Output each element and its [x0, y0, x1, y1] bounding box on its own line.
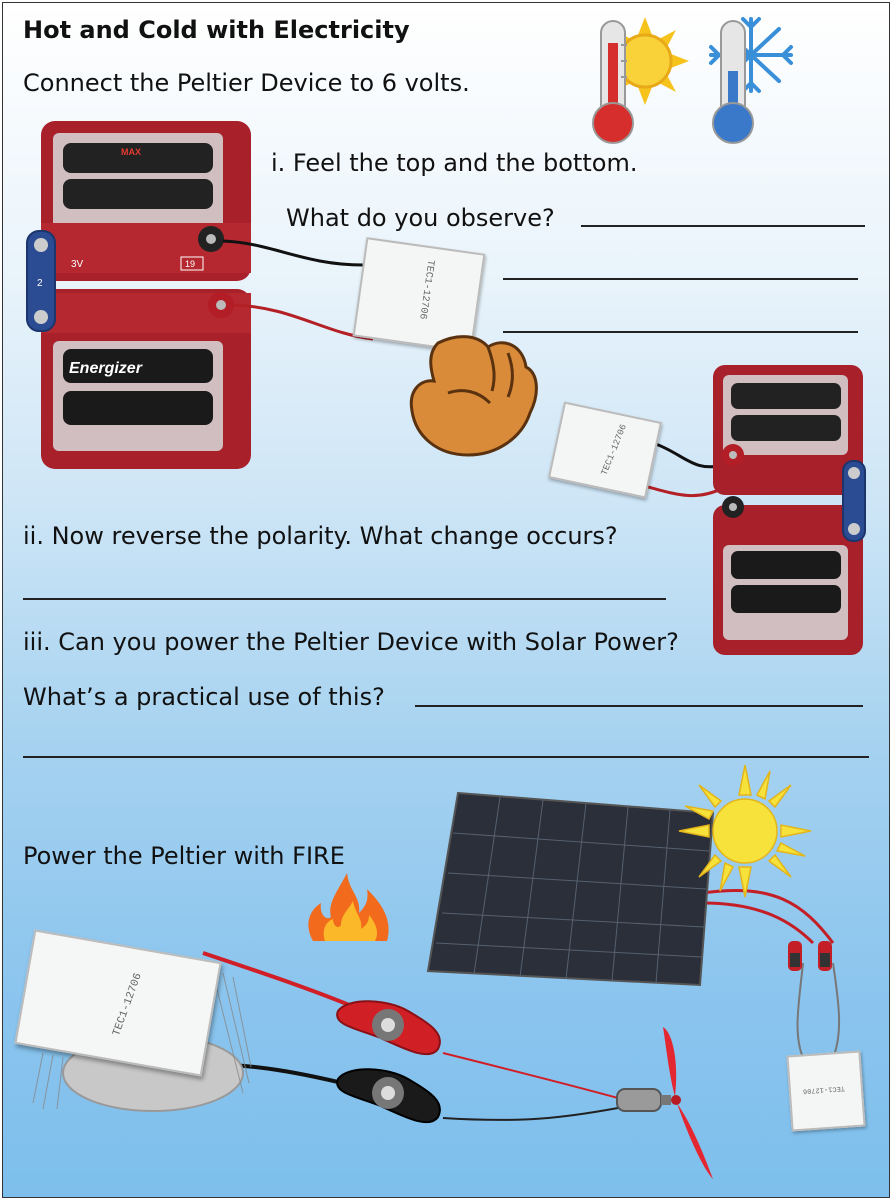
battery-code-label: 19: [185, 259, 195, 269]
cold-thermometer-icon: [709, 17, 793, 144]
question-3-line-1: iii. Can you power the Peltier Device wi…: [23, 628, 679, 656]
hand-icon: [409, 335, 538, 457]
answer-line[interactable]: [23, 756, 869, 758]
question-1-line-2: What do you observe?: [286, 204, 555, 232]
flame-icon: [308, 873, 389, 941]
peltier-label: TEC1-12706: [599, 423, 629, 477]
worksheet-title: Hot and Cold with Electricity: [23, 16, 410, 44]
answer-line[interactable]: [415, 705, 863, 707]
fire-instruction: Power the Peltier with FIRE: [23, 842, 345, 870]
snap-number-label: 2: [37, 278, 43, 289]
sun-icon: [678, 764, 812, 898]
question-3-line-2: What’s a practical use of this?: [23, 683, 385, 711]
battery-brand-label: Energizer: [69, 360, 143, 377]
solar-panel-photo: [426, 791, 715, 987]
peltier-label: TEC1-12706: [110, 971, 145, 1038]
motor-fan-photo: [616, 1027, 713, 1179]
question-2: ii. Now reverse the polarity. What chang…: [23, 522, 618, 550]
answer-line[interactable]: [503, 331, 858, 333]
peltier-module-image: TEC1-12706: [786, 1050, 866, 1132]
answer-line[interactable]: [23, 598, 666, 600]
answer-line[interactable]: [581, 225, 865, 227]
battery-pack-photo: [713, 365, 866, 655]
peltier-label: TEC1-12706: [802, 1083, 846, 1095]
hot-thermometer-icon: [592, 17, 689, 144]
snap-connectors-photo: [336, 1000, 441, 1124]
alligator-clips-photo: [788, 941, 832, 971]
question-1-line-1: i. Feel the top and the bottom.: [271, 149, 638, 177]
answer-line[interactable]: [503, 278, 858, 280]
battery-pack-photo: MAX 3V 19 Energizer 2: [26, 121, 251, 469]
battery-voltage-label: 3V: [71, 259, 84, 270]
battery-max-label: MAX: [121, 147, 141, 157]
peltier-label: TEC1-12706: [416, 258, 436, 320]
intro-instruction: Connect the Peltier Device to 6 volts.: [23, 69, 470, 97]
